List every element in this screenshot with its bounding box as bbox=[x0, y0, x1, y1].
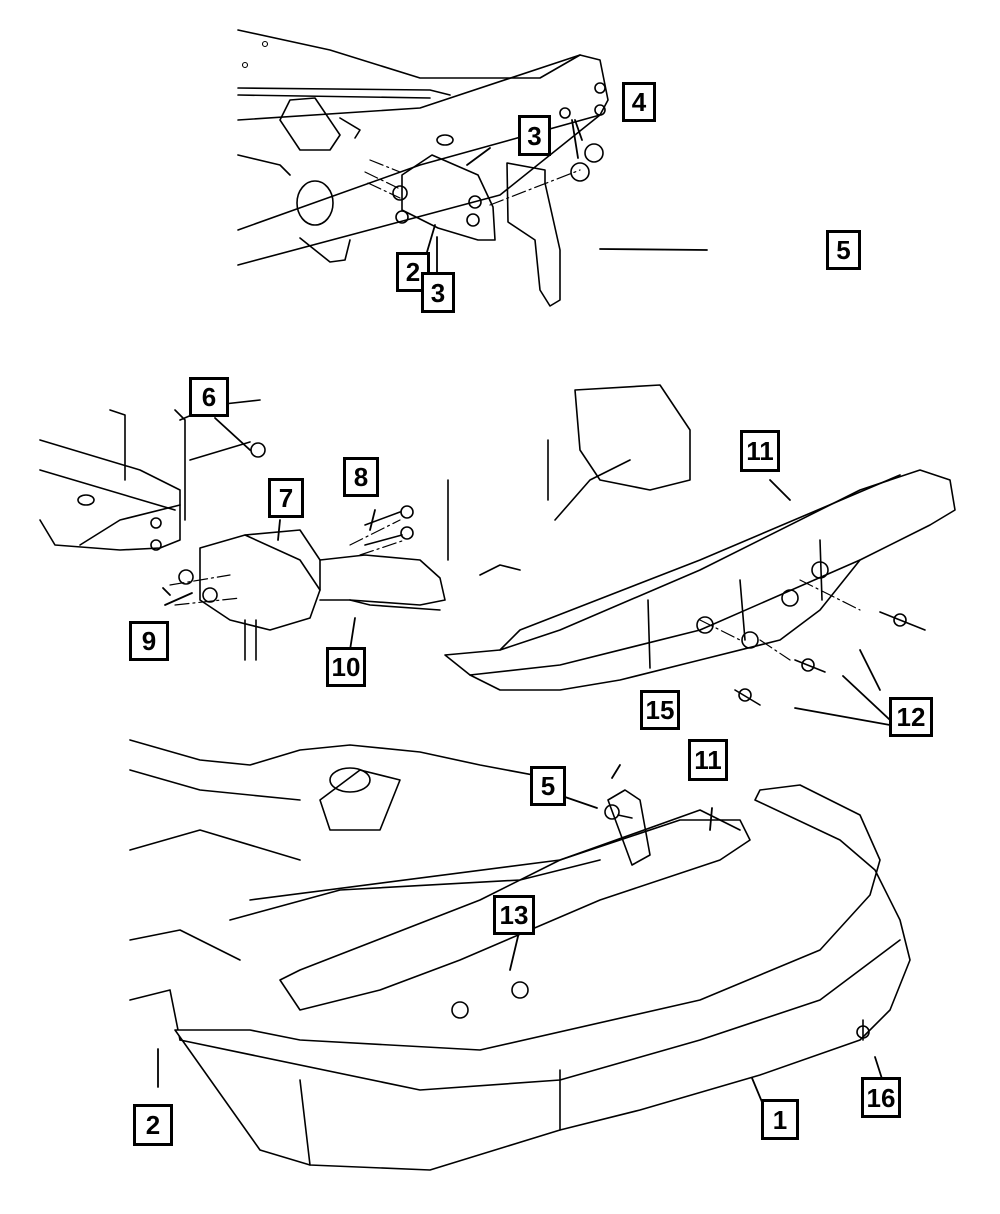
callout-8[interactable]: 8 bbox=[343, 457, 379, 497]
callout-13[interactable]: 13 bbox=[493, 895, 535, 935]
hitch-bolts bbox=[189, 441, 414, 556]
callout-12[interactable]: 12 bbox=[889, 697, 933, 737]
callout-3-upper[interactable]: 3 bbox=[518, 115, 551, 156]
callout-16[interactable]: 16 bbox=[861, 1077, 901, 1118]
frame-rail-assembly bbox=[237, 29, 609, 266]
rivets bbox=[699, 579, 926, 706]
fasteners-bottom bbox=[604, 789, 870, 1041]
rear-bracket bbox=[364, 154, 496, 241]
callout-10[interactable]: 10 bbox=[326, 647, 366, 687]
callout-3-lower[interactable]: 3 bbox=[421, 272, 455, 313]
bumper-fascia bbox=[174, 784, 911, 1171]
callout-11-middle[interactable]: 11 bbox=[740, 430, 780, 472]
callout-5-bottom[interactable]: 5 bbox=[530, 766, 566, 806]
callout-1[interactable]: 1 bbox=[761, 1099, 799, 1140]
frame-end-left bbox=[39, 399, 261, 551]
callout-5-top[interactable]: 5 bbox=[826, 230, 861, 270]
callout-2-bottom[interactable]: 2 bbox=[133, 1104, 173, 1146]
callout-9[interactable]: 9 bbox=[129, 621, 169, 661]
callout-4[interactable]: 4 bbox=[622, 82, 656, 122]
callout-7[interactable]: 7 bbox=[268, 478, 304, 518]
underbody-frame bbox=[129, 739, 741, 1041]
callout-11-bottom[interactable]: 11 bbox=[688, 739, 728, 781]
tow-hook-bracket bbox=[489, 143, 604, 307]
hitch-receiver bbox=[169, 529, 446, 661]
callout-15[interactable]: 15 bbox=[640, 690, 680, 730]
bumper-reinforcement bbox=[444, 384, 956, 691]
callout-6[interactable]: 6 bbox=[189, 377, 229, 417]
bumper-reinforcement-installed bbox=[279, 819, 751, 1019]
